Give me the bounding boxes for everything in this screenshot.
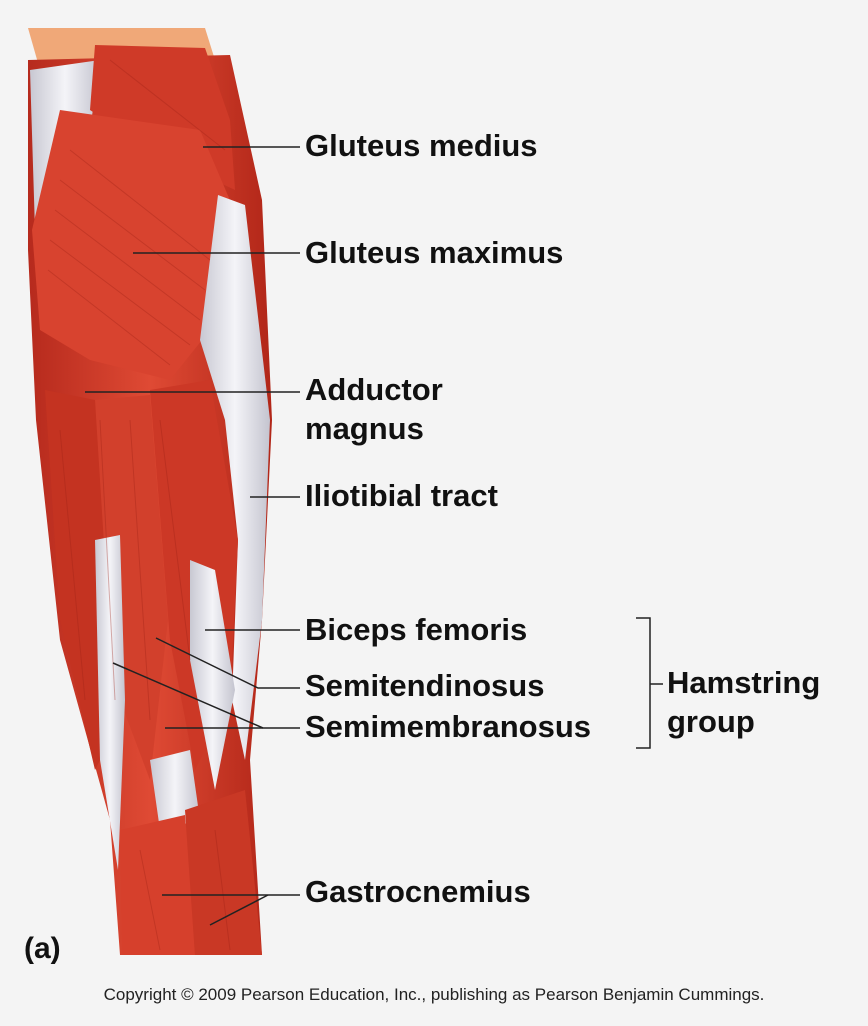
label-adductor-magnus-line2: magnus: [305, 411, 424, 446]
gastrocnemius-lateral: [185, 790, 262, 955]
leader-gastrocnemius-b: [209, 894, 269, 926]
label-adductor-magnus-line1: Adductor: [305, 372, 443, 407]
label-iliotibial-tract: Iliotibial tract: [305, 478, 498, 513]
copyright-text: Copyright © 2009 Pearson Education, Inc.…: [103, 985, 765, 1004]
muscle-fibers: [47, 59, 231, 951]
biceps-tendon: [190, 560, 235, 790]
leader-lines: [85, 146, 300, 926]
label-hamstring-line2: group: [667, 704, 755, 739]
gluteus-maximus-shape: [32, 110, 232, 380]
hamstring-bracket: [636, 617, 663, 749]
label-semimembranosus: Semimembranosus: [305, 709, 591, 744]
semitendinosus-tendon: [95, 535, 125, 870]
semitendinosus-shape: [95, 395, 168, 780]
gastrocnemius-medial: [120, 815, 195, 955]
label-gastrocnemius: Gastrocnemius: [305, 874, 531, 909]
label-biceps-femoris: Biceps femoris: [305, 612, 528, 647]
label-gluteus-maximus: Gluteus maximus: [305, 235, 564, 270]
label-semitendinosus: Semitendinosus: [305, 668, 545, 703]
iliotibial-tract-shape: [200, 195, 270, 760]
label-hamstring-line1: Hamstring: [667, 665, 821, 700]
label-gluteus-medius: Gluteus medius: [305, 128, 538, 163]
leader-semitendinosus: [155, 637, 300, 689]
panel-label: (a): [24, 932, 61, 965]
